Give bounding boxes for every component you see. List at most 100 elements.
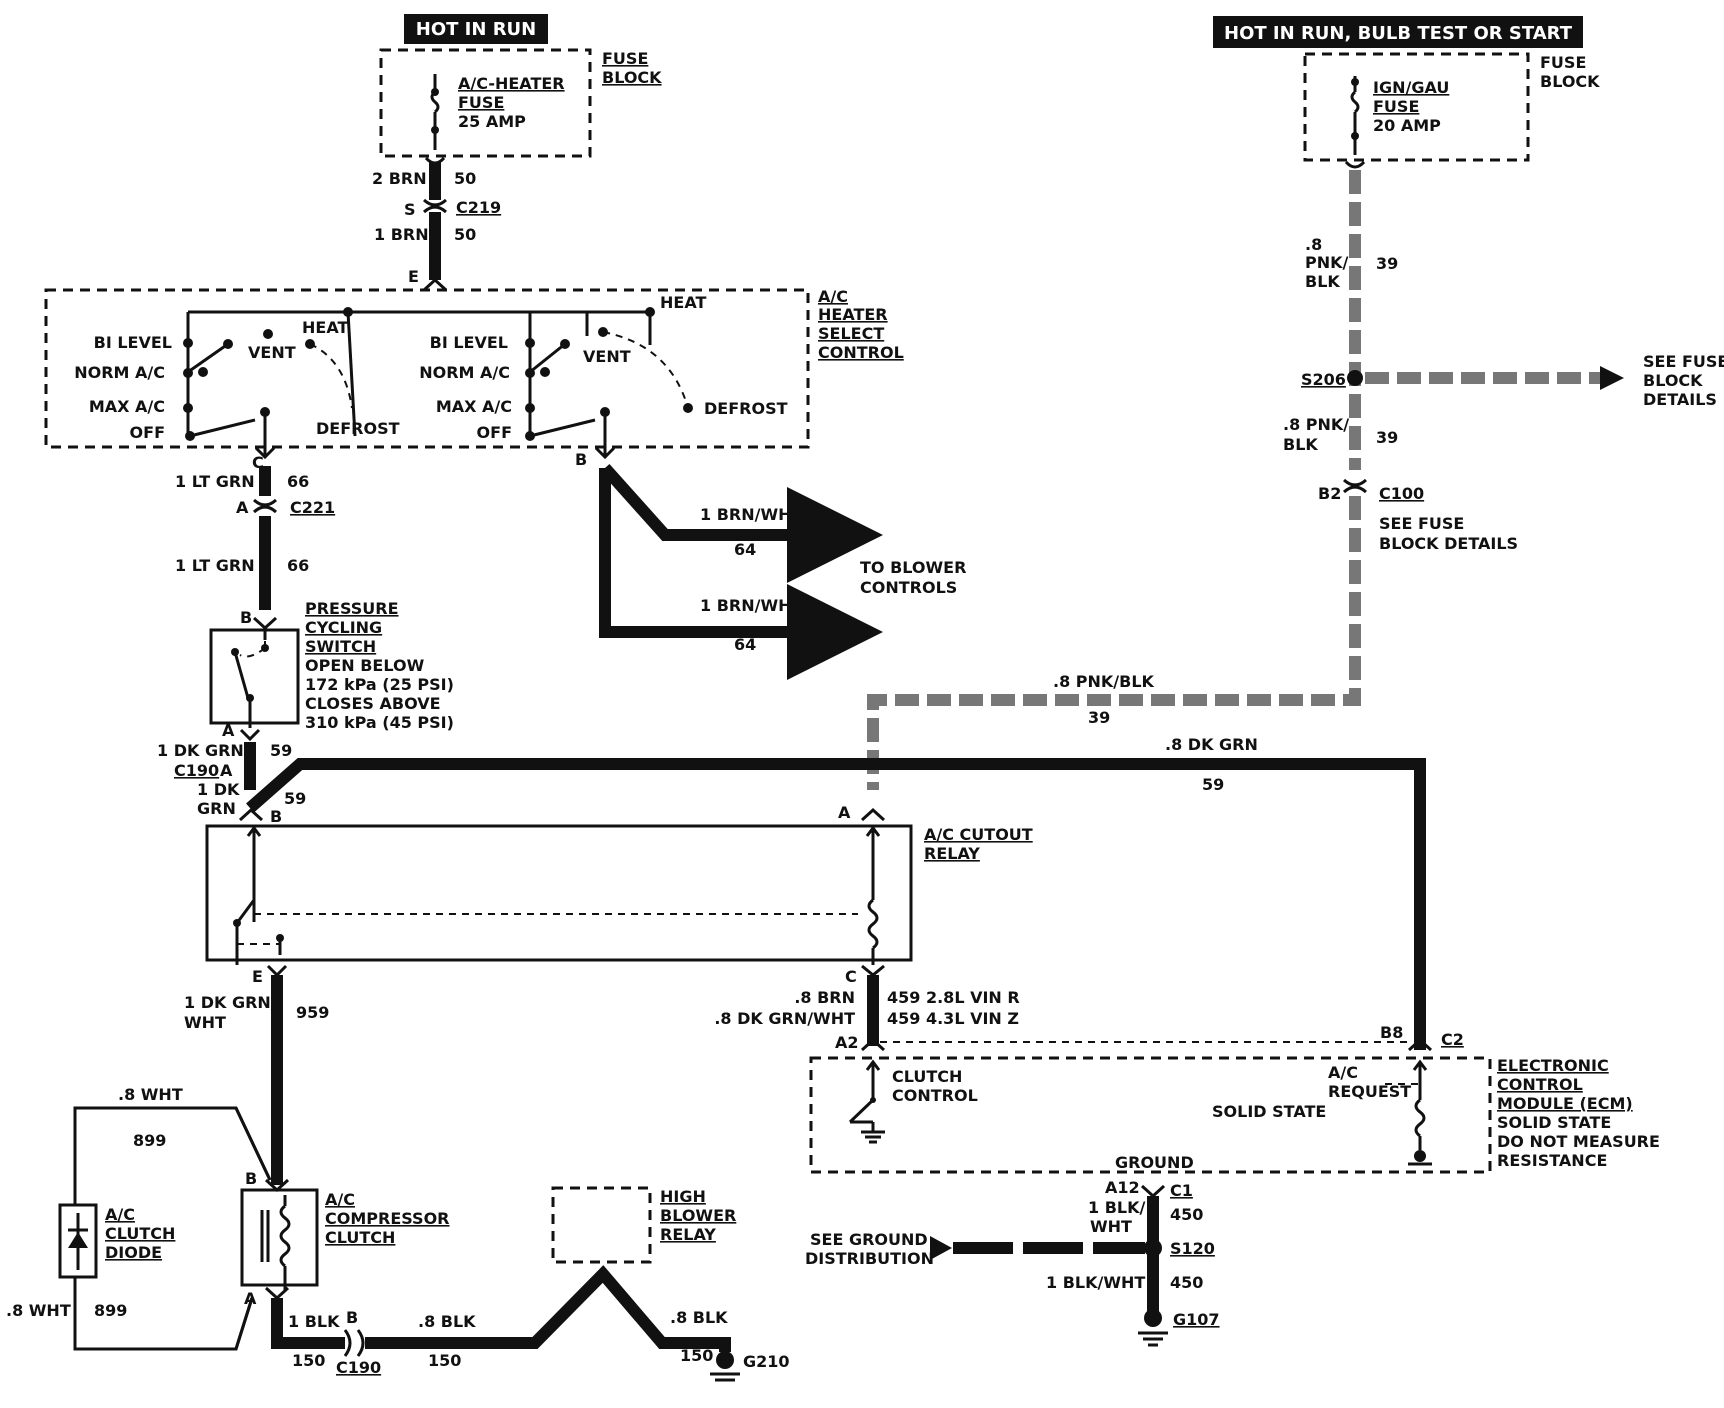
compressor-clutch: .8 WHT 899 A/C CLUTCH DIODE .8 WHT 899 B…	[6, 1085, 790, 1382]
fuse-block-box	[379, 48, 592, 158]
splice-s120-dot	[1144, 1239, 1162, 1257]
circuit-50-top: 50	[454, 169, 476, 188]
circuit-150-b: 150	[428, 1351, 461, 1370]
diode-label-3: DIODE	[105, 1243, 162, 1262]
circuit-459-28l: 459 2.8L VIN R	[887, 988, 1020, 1007]
ac-request-label-1: A/C	[1328, 1063, 1358, 1082]
compressor-label-3: CLUTCH	[325, 1228, 395, 1247]
ac-heater-fuse-label: A/C-HEATER	[458, 74, 565, 93]
ecm-label-3: MODULE (ECM)	[1497, 1094, 1633, 1113]
fuse-block-label-right-2: BLOCK	[1540, 72, 1600, 91]
connector-c1: C1	[1170, 1181, 1193, 1200]
circuit-66-bottom: 66	[287, 556, 309, 575]
wire-wht-ecm-label: WHT	[1090, 1217, 1132, 1236]
diode-symbol	[68, 1232, 88, 1248]
circuit-50-bottom: 50	[454, 225, 476, 244]
left-defrost: DEFROST	[316, 419, 400, 438]
fuse-rating: 25 AMP	[458, 112, 526, 131]
switch-label: SWITCH	[305, 637, 376, 656]
closes-kpa-label: 310 kPa (45 PSI)	[305, 713, 454, 732]
ign-fuse-block-box	[1303, 52, 1530, 162]
pin-a2: A2	[835, 1033, 859, 1052]
see-fuse-block-1: SEE FUSE	[1379, 514, 1464, 533]
hot-in-run-label: HOT IN RUN	[416, 19, 536, 40]
pressure-cycling-switch: 1 LT GRN 66 A C221 1 LT GRN 66 B PRESSUR…	[175, 466, 454, 742]
hot-in-run-banner	[404, 14, 548, 44]
pin-b2: B2	[1318, 484, 1341, 503]
circuit-59-relay: 59	[284, 789, 306, 808]
hot-in-run-bulb-test-banner	[1213, 16, 1583, 48]
left-max-ac: MAX A/C	[89, 397, 165, 416]
connector-c100: C100	[1379, 484, 1424, 503]
circuit-899-top: 899	[133, 1131, 166, 1150]
ecm-box	[809, 1056, 1492, 1174]
left-off: OFF	[130, 423, 165, 442]
wire-1-lt-grn-bottom: 1 LT GRN	[175, 556, 255, 575]
high-blower-label-3: RELAY	[660, 1225, 716, 1244]
wire-1-blk-wht: 1 BLK/WHT	[1046, 1273, 1145, 1292]
pin-a-compressor: A	[244, 1289, 257, 1308]
wire-1-dk-grn-wht: 1 DK GRN/	[184, 993, 277, 1012]
right-norm-ac: NORM A/C	[419, 363, 510, 382]
pin-c-relay: C	[845, 967, 857, 986]
ground-label: GROUND	[1115, 1153, 1194, 1172]
hot-in-run-bulb-test-label: HOT IN RUN, BULB TEST OR START	[1224, 23, 1573, 44]
pin-b8: B8	[1380, 1023, 1403, 1042]
fuse-block-label-2: BLOCK	[602, 68, 662, 87]
pressure-label: PRESSURE	[305, 599, 399, 618]
wire-pnk-label: PNK/	[1305, 253, 1349, 272]
wire-8-blk-a: .8 BLK	[418, 1312, 476, 1331]
ac-request-label-2: REQUEST	[1328, 1082, 1411, 1101]
see-fuse-block-2: BLOCK DETAILS	[1379, 534, 1518, 553]
closes-above-label: CLOSES ABOVE	[305, 694, 441, 713]
fuse-block-label-right: FUSE	[1540, 53, 1586, 72]
fuse-block-right: HOT IN RUN, BULB TEST OR START FUSE BLOC…	[867, 16, 1724, 790]
diode-label-1: A/C	[105, 1205, 135, 1224]
pin-a-relay: A	[838, 803, 851, 822]
see-ground-label-1: SEE GROUND	[810, 1230, 928, 1249]
wire-8-blk-b: .8 BLK	[670, 1308, 728, 1327]
pin-b-compressor: B	[245, 1169, 257, 1188]
compressor-label-2: COMPRESSOR	[325, 1209, 450, 1228]
circuit-899-bottom: 899	[94, 1301, 127, 1320]
dk-grn-wire-59	[246, 758, 1426, 1050]
to-blower-label: TO BLOWER	[860, 558, 966, 577]
ac-cutout-relay: 1 DK GRN 59 C190 A 1 DK GRN 59 B .8 DK G…	[157, 735, 1426, 1185]
circuit-64-bottom: 64	[734, 635, 756, 654]
select-control-label-1: A/C	[818, 287, 848, 306]
wire-2-brn: 2 BRN	[372, 169, 427, 188]
pin-e-relay: E	[252, 967, 263, 986]
connector-c2: C2	[1441, 1030, 1464, 1049]
right-max-ac: MAX A/C	[436, 397, 512, 416]
wire-1-blk: 1 BLK	[288, 1312, 340, 1331]
wire-1-brn-wht-bottom: 1 BRN/WHT	[700, 596, 802, 615]
clutch-control-label-1: CLUTCH	[892, 1067, 962, 1086]
diode-label-2: CLUTCH	[105, 1224, 175, 1243]
wire-8-pnk-label: .8 PNK/	[1283, 415, 1349, 434]
relay-box	[205, 824, 913, 962]
connector-c190-pin: A	[220, 761, 233, 780]
compressor-label-1: A/C	[325, 1190, 355, 1209]
wire-8-wht-top: .8 WHT	[118, 1085, 183, 1104]
circuit-459-43l: 459 4.3L VIN Z	[887, 1009, 1019, 1028]
clutch-control-label-2: CONTROL	[892, 1086, 978, 1105]
ecm-label-6: RESISTANCE	[1497, 1151, 1607, 1170]
pin-e: E	[408, 267, 419, 286]
ac-cutout-label: A/C CUTOUT	[924, 825, 1033, 844]
arrow-see-fuse-block	[1600, 366, 1624, 390]
circuit-39-top: 39	[1376, 254, 1398, 273]
wire-grn-label: GRN	[197, 799, 236, 818]
pin-a-switch: A	[222, 721, 235, 740]
pin-a-c221: A	[236, 498, 249, 517]
open-kpa-label: 172 kPa (25 PSI)	[305, 675, 454, 694]
pin-b-select: B	[575, 450, 587, 469]
circuit-450-top: 450	[1170, 1205, 1203, 1224]
see-fuse-label-2: BLOCK	[1643, 371, 1703, 390]
ecm: A2 B8 C2 CLUTCH CONTROL A/C REQUEST SOLI…	[805, 1023, 1660, 1347]
relay-label: RELAY	[924, 844, 980, 863]
right-off: OFF	[477, 423, 512, 442]
arrow-see-ground	[930, 1236, 952, 1260]
ground-g107: G107	[1173, 1310, 1220, 1329]
open-below-label: OPEN BELOW	[305, 656, 425, 675]
left-heat: HEAT	[302, 318, 348, 337]
